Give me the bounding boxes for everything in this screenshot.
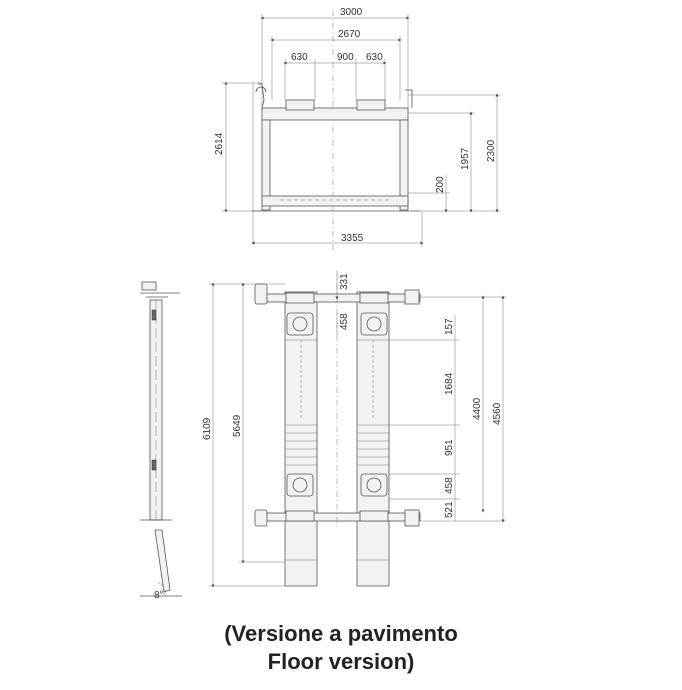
front-view: 3000 2670 630 900 630 2614 [214, 7, 500, 250]
dim-small-1: 157 [444, 318, 455, 335]
dim-height-total: 2614 [214, 132, 225, 155]
dim-total-length: 6109 [202, 417, 213, 440]
dim-center-gap: 900 [337, 52, 354, 63]
dim-mid-height: 1957 [460, 147, 471, 170]
dim-mid-1: 1684 [444, 372, 455, 395]
dim-offset-top: 331 [339, 273, 350, 290]
dim-overall-width: 3000 [340, 7, 363, 18]
dim-base-width: 3355 [341, 233, 364, 244]
caption: (Versione a pavimento Floor version) [0, 620, 682, 676]
dim-length-2: 5649 [232, 414, 243, 437]
caption-line-2: Floor version) [267, 649, 415, 674]
dim-bottom-offset: 521 [444, 501, 455, 518]
dim-length-4: 4400 [472, 397, 483, 420]
dim-right-pad: 630 [366, 52, 383, 63]
dim-mid-2: 951 [444, 439, 455, 456]
dim-angle: 8° [154, 590, 164, 601]
top-view: 6109 5649 [202, 270, 506, 588]
dim-lift-height: 2300 [486, 139, 497, 162]
dim-pad-spacing: 458 [339, 313, 350, 330]
dim-min-height: 200 [435, 176, 446, 193]
caption-line-1: (Versione a pavimento [224, 621, 458, 646]
dim-length-3: 4560 [492, 402, 503, 425]
dim-inner-width: 2670 [338, 29, 361, 40]
dim-left-pad: 630 [291, 52, 308, 63]
side-view: 8° [140, 281, 182, 601]
dim-pad-spacing-2: 458 [444, 477, 455, 494]
